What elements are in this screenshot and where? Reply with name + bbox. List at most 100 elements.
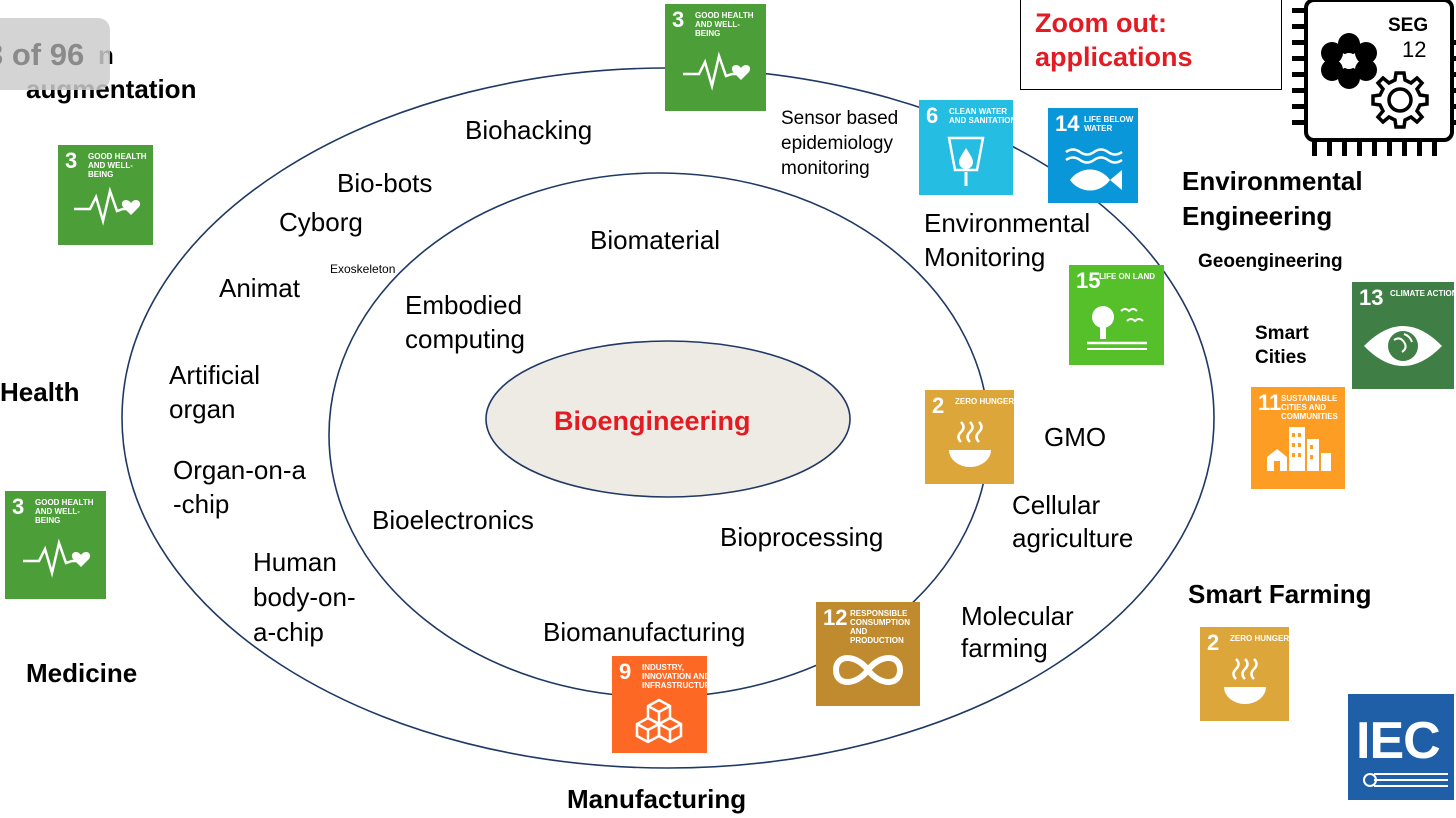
flower-gear-chip-icon [1292, 0, 1456, 156]
sdg-title: SUSTAINABLE CITIES AND COMMUNITIES [1281, 394, 1338, 421]
fish-icon [1065, 148, 1123, 191]
sdg-good-health-top: 3 GOOD HEALTH AND WELL-BEING [665, 4, 766, 111]
label-human: Human [253, 547, 337, 577]
sdg-zero-hunger-right: 2 ZERO HUNGER [1200, 627, 1289, 721]
label-molecular: Molecular [961, 601, 1074, 631]
category-health: Health [0, 377, 80, 407]
sdg-title: LIFE BELOW WATER [1084, 115, 1134, 133]
sdg-title: GOOD HEALTH AND WELL-BEING [88, 152, 147, 179]
center-label: Bioengineering [554, 406, 751, 436]
label-biomanufacturing: Biomanufacturing [543, 617, 746, 647]
label-monitoring-epi: monitoring [781, 158, 870, 179]
label-biobots: Bio-bots [337, 168, 433, 198]
sdg-climate-action: 13 CLIMATE ACTION [1352, 282, 1454, 389]
zoom-out-box: Zoom out: applications [1020, 0, 1282, 90]
label-organ-on-a: Organ-on-a [173, 455, 306, 485]
category-geoengineering: Geoengineering [1198, 251, 1343, 272]
sdg-number: 13 [1359, 285, 1384, 310]
iec-logo: IEC [1348, 694, 1454, 800]
heartbeat-icon [683, 51, 751, 91]
sdg-number: 3 [12, 494, 25, 519]
zoom-out-line2: applications [1035, 42, 1193, 72]
buildings-icon [1267, 427, 1331, 471]
sdg-number: 14 [1055, 111, 1080, 136]
sdg-good-health-left-1: 3 GOOD HEALTH AND WELL-BEING [58, 145, 153, 245]
bowl-icon [949, 421, 991, 467]
sdg-life-on-land: 15 LIFE ON LAND [1069, 265, 1164, 365]
category-cities: Cities [1255, 347, 1307, 368]
category-environmental: Environmental [1182, 166, 1363, 196]
sdg-number: 12 [823, 605, 848, 630]
label-biomaterial: Biomaterial [590, 225, 721, 255]
seg-logo: SEG 12 [1290, 0, 1456, 160]
seg-label: SEG [1388, 15, 1429, 36]
iec-lines-icon [1363, 773, 1448, 787]
label-a-chip: a-chip [253, 617, 324, 647]
label-gmo: GMO [1044, 422, 1107, 452]
seg-number: 12 [1402, 37, 1427, 62]
water-drop-icon [947, 136, 985, 186]
sdg-title: ZERO HUNGER [1230, 634, 1289, 643]
tree-icon [1087, 306, 1147, 350]
sdg-number: 3 [65, 148, 78, 173]
sdg-title: GOOD HEALTH AND WELL-BEING [695, 11, 754, 38]
sdg-number: 11 [1258, 390, 1282, 415]
infinity-icon [832, 655, 904, 685]
eye-globe-icon [1364, 326, 1442, 366]
category-smart: Smart [1255, 323, 1309, 344]
label-bioelectronics: Bioelectronics [372, 505, 534, 535]
sdg-number: 15 [1076, 268, 1101, 293]
sdg-sustainable-cities: 11 SUSTAINABLE CITIES AND COMMUNITIES [1251, 387, 1345, 489]
label-animat: Animat [219, 273, 300, 303]
iec-logo-text: IEC [1356, 712, 1441, 770]
heartbeat-icon [23, 538, 91, 578]
category-medicine: Medicine [26, 658, 138, 688]
sdg-zero-hunger-mid: 2 ZERO HUNGER [925, 390, 1014, 484]
center-ellipse [485, 340, 851, 498]
sdg-responsible-consumption: 12 RESPONSIBLE CONSUMPTION AND PRODUCTIO… [816, 602, 920, 706]
sdg-clean-water: 6 CLEAN WATER AND SANITATION [919, 100, 1013, 195]
category-smart-farming: Smart Farming [1188, 579, 1372, 609]
sdg-industry: 9 INDUSTRY, INNOVATION AND INFRASTRUCTUR… [612, 656, 707, 753]
label-bioprocessing: Bioprocessing [720, 522, 884, 552]
label-biohacking: Biohacking [465, 115, 593, 145]
label-cellular: Cellular [1012, 490, 1101, 520]
sdg-good-health-left-2: 3 GOOD HEALTH AND WELL-BEING [5, 491, 106, 599]
sdg-life-below-water: 14 LIFE BELOW WATER [1048, 108, 1138, 203]
sdg-title: RESPONSIBLE CONSUMPTION AND PRODUCTION [850, 609, 910, 645]
sdg-number: 3 [672, 7, 685, 32]
sdg-number: 2 [1207, 630, 1220, 655]
sdg-title: LIFE ON LAND [1099, 272, 1155, 281]
sdg-title: CLEAN WATER AND SANITATION [949, 107, 1013, 125]
label-exoskeleton: Exoskeleton [330, 262, 396, 276]
label-computing: computing [405, 324, 525, 354]
category-engineering: Engineering [1182, 201, 1333, 231]
label-agriculture: agriculture [1012, 523, 1134, 553]
category-manufacturing: Manufacturing [567, 784, 747, 814]
label-chip: -chip [173, 489, 230, 519]
sdg-title: GOOD HEALTH AND WELL-BEING [35, 498, 94, 525]
sdg-number: 2 [932, 393, 945, 418]
bowl-icon [1224, 658, 1266, 704]
sdg-number: 9 [619, 659, 632, 684]
label-sensor-based: Sensor based [781, 108, 899, 129]
label-artificial: Artificial [169, 360, 261, 390]
label-farming: farming [961, 633, 1048, 663]
label-body-on: body-on- [253, 582, 356, 612]
slide-counter-text: 3 of 96 [0, 37, 85, 72]
slide-counter: 3 of 96 [0, 18, 110, 90]
heartbeat-icon [74, 186, 141, 226]
sdg-title: ZERO HUNGER [955, 397, 1014, 406]
label-embodied: Embodied [405, 290, 523, 320]
label-environmental: Environmental [924, 208, 1091, 238]
sdg-title: CLIMATE ACTION [1390, 289, 1454, 298]
cubes-icon [635, 698, 683, 744]
label-monitoring: Monitoring [924, 242, 1046, 272]
label-cyborg: Cyborg [279, 207, 363, 237]
label-organ: organ [169, 394, 236, 424]
sdg-number: 6 [926, 103, 939, 128]
zoom-out-line1: Zoom out: [1035, 8, 1167, 38]
sdg-title: INDUSTRY, INNOVATION AND INFRASTRUCTURE [642, 663, 707, 690]
label-epidemiology: epidemiology [781, 133, 893, 154]
